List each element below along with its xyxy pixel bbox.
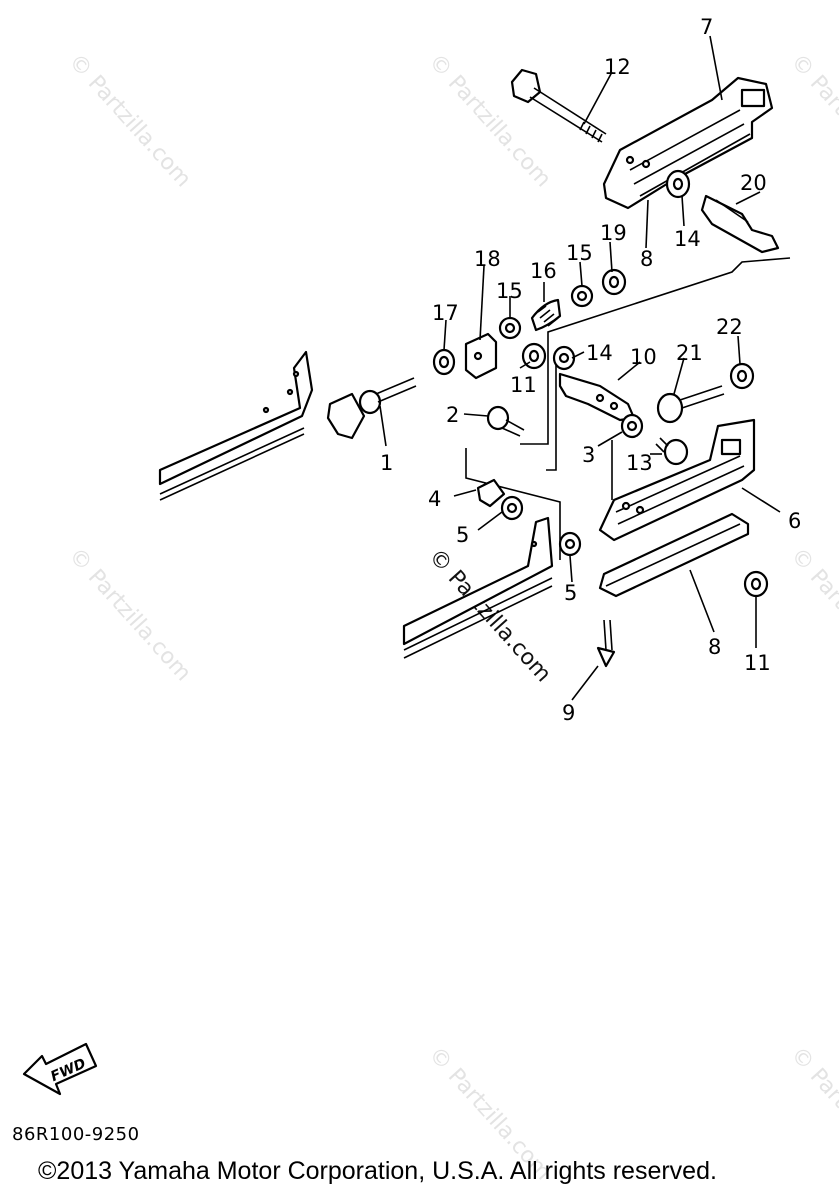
callout-1: 1 <box>380 451 393 475</box>
callout-8-lower: 8 <box>708 635 721 659</box>
part-11-nut-lower <box>743 570 769 598</box>
part-15-collar-right <box>570 284 594 308</box>
callout-20: 20 <box>740 171 767 195</box>
callout-14-top: 14 <box>674 227 701 251</box>
leader-lines <box>379 35 781 701</box>
callout-4: 4 <box>428 487 441 511</box>
callout-13: 13 <box>626 451 653 475</box>
part-19-nut <box>601 268 627 296</box>
part-8-slider-lower <box>598 512 750 598</box>
part-2-bolt <box>486 405 525 437</box>
part-4-collar <box>476 478 506 508</box>
part-7-rail-bracket <box>602 76 774 210</box>
watermark-mid-left: © Partzilla.com <box>64 543 196 686</box>
callout-12: 12 <box>604 55 631 79</box>
part-16-spring <box>530 298 562 332</box>
part-12-bolt <box>510 68 607 143</box>
callout-16: 16 <box>530 259 557 283</box>
callout-19: 19 <box>600 221 627 245</box>
callout-14-mid: 14 <box>586 341 613 365</box>
watermark-top-right: © Partzilla.com <box>786 49 839 192</box>
part-14-washer-mid <box>552 345 576 371</box>
part-5-nut-lower <box>558 531 582 557</box>
fwd-arrow-icon: FWD <box>22 1042 98 1096</box>
diagram-code: 86R100-9250 <box>12 1124 140 1145</box>
callout-8-top: 8 <box>640 247 653 271</box>
part-15-collar-left <box>498 316 522 340</box>
callout-11-lower: 11 <box>744 651 771 675</box>
part-10-link-plate <box>558 372 636 422</box>
part-14-washer-top <box>665 169 691 199</box>
part-1-pivot-bolt <box>326 377 417 440</box>
callout-labels: 12 7 20 14 8 19 16 15 18 15 17 22 14 10 … <box>380 15 801 725</box>
callout-17: 17 <box>432 301 459 325</box>
callout-7: 7 <box>700 15 713 39</box>
copyright-notice: ©2013 Yamaha Motor Corporation, U.S.A. A… <box>38 1157 717 1185</box>
callout-5-upper: 5 <box>456 523 469 547</box>
callout-3: 3 <box>582 443 595 467</box>
lower-left-rail <box>402 516 554 659</box>
watermark-bottom-right: © Partzilla.com <box>786 1042 839 1185</box>
part-3-collar <box>620 413 644 439</box>
leader-frames <box>465 257 791 560</box>
part-22-nut <box>729 362 755 390</box>
watermark-mid-right: © Partzilla.com <box>786 543 839 686</box>
left-seat-rail <box>158 350 314 501</box>
part-5-nut-upper <box>500 495 524 521</box>
callout-22: 22 <box>716 315 743 339</box>
part-21-bolt <box>656 385 725 424</box>
callout-18: 18 <box>474 247 501 271</box>
callout-6: 6 <box>788 509 801 533</box>
callout-15-right: 15 <box>566 241 593 265</box>
callout-5-lower: 5 <box>564 581 577 605</box>
watermark-top-left: © Partzilla.com <box>64 49 196 192</box>
watermark-top-center: © Partzilla.com <box>424 49 556 192</box>
callout-2: 2 <box>446 403 459 427</box>
callout-9: 9 <box>562 701 575 725</box>
callout-11-upper: 11 <box>510 373 537 397</box>
callout-15-left: 15 <box>496 279 523 303</box>
part-13-bolt <box>655 437 689 466</box>
part-9-screw <box>596 619 616 668</box>
callout-10: 10 <box>630 345 657 369</box>
part-20-pin <box>700 194 780 254</box>
part-17-bushing <box>432 348 456 376</box>
part-6-rail-bracket <box>598 418 756 542</box>
callout-21: 21 <box>676 341 703 365</box>
part-18-block <box>464 332 498 380</box>
